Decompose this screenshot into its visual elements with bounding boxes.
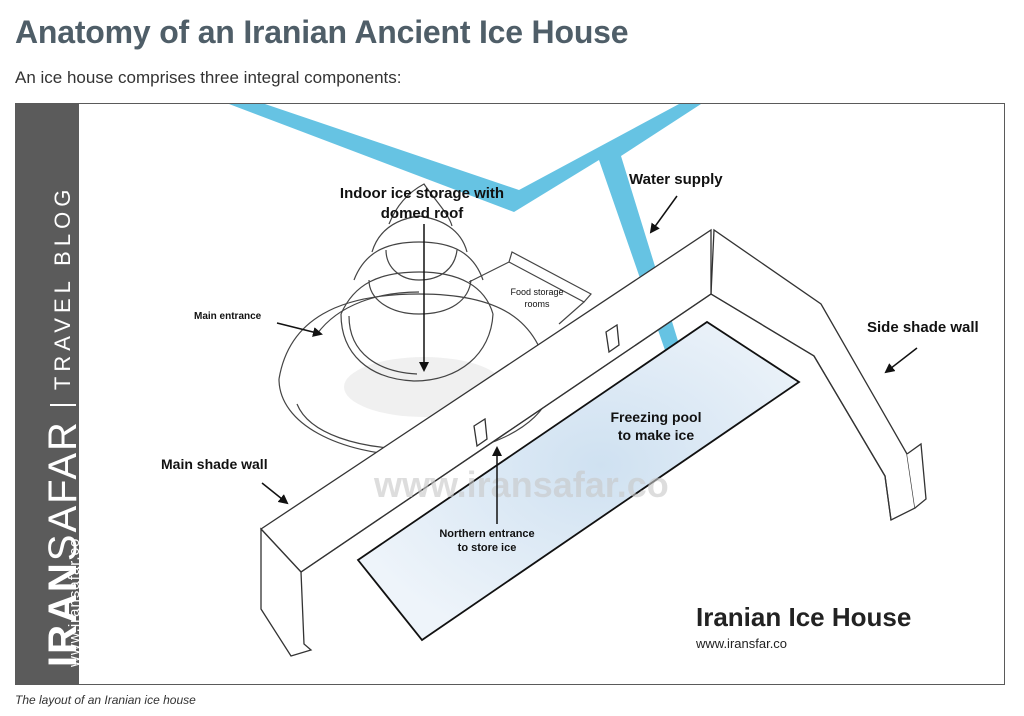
label-side-shade-wall: Side shade wall	[867, 319, 979, 336]
main-shade-wall	[260, 228, 712, 657]
label-indoor-storage-1: Indoor ice storage with	[340, 185, 504, 202]
side-shade-wall	[710, 228, 927, 521]
figure-caption: The layout of an Iranian ice house	[15, 693, 196, 707]
label-main-shade-wall: Main shade wall	[161, 456, 268, 472]
label-food-storage-1: Food storage	[510, 287, 563, 297]
label-freezing-pool-2: to make ice	[618, 427, 694, 443]
label-food-storage-2: rooms	[524, 299, 550, 309]
label-indoor-storage-2: domed roof	[381, 205, 464, 222]
page-subtitle: An ice house comprises three integral co…	[15, 68, 402, 87]
label-northern-entrance-2: to store ice	[458, 542, 517, 554]
arrow-main-entrance	[276, 322, 323, 337]
brand-separator	[50, 404, 76, 407]
label-freezing-pool-1: Freezing pool	[611, 409, 702, 425]
diagram-brand-title: Iranian Ice House	[696, 602, 911, 632]
water-channel	[229, 104, 701, 356]
page-title: Anatomy of an Iranian Ancient Ice House	[15, 14, 629, 50]
arrow-main-shade-wall	[261, 482, 289, 505]
ice-house-diagram: www.iransafar.co Indoor ice storage with…	[161, 104, 979, 657]
ice-storage-dome	[278, 183, 592, 457]
label-northern-entrance-1: Northern entrance	[439, 528, 534, 540]
label-main-entrance: Main entrance	[194, 311, 262, 322]
diagram-brand-url: www.iransfar.co	[695, 636, 787, 651]
freezing-pool	[356, 320, 801, 642]
arrow-water-supply	[649, 195, 678, 234]
label-water-supply: Water supply	[629, 171, 723, 188]
arrow-side-shade-wall	[884, 347, 918, 374]
brand-tagline: TRAVEL BLOG	[50, 184, 75, 391]
diagram-watermark: www.iransafar.co	[373, 464, 669, 505]
